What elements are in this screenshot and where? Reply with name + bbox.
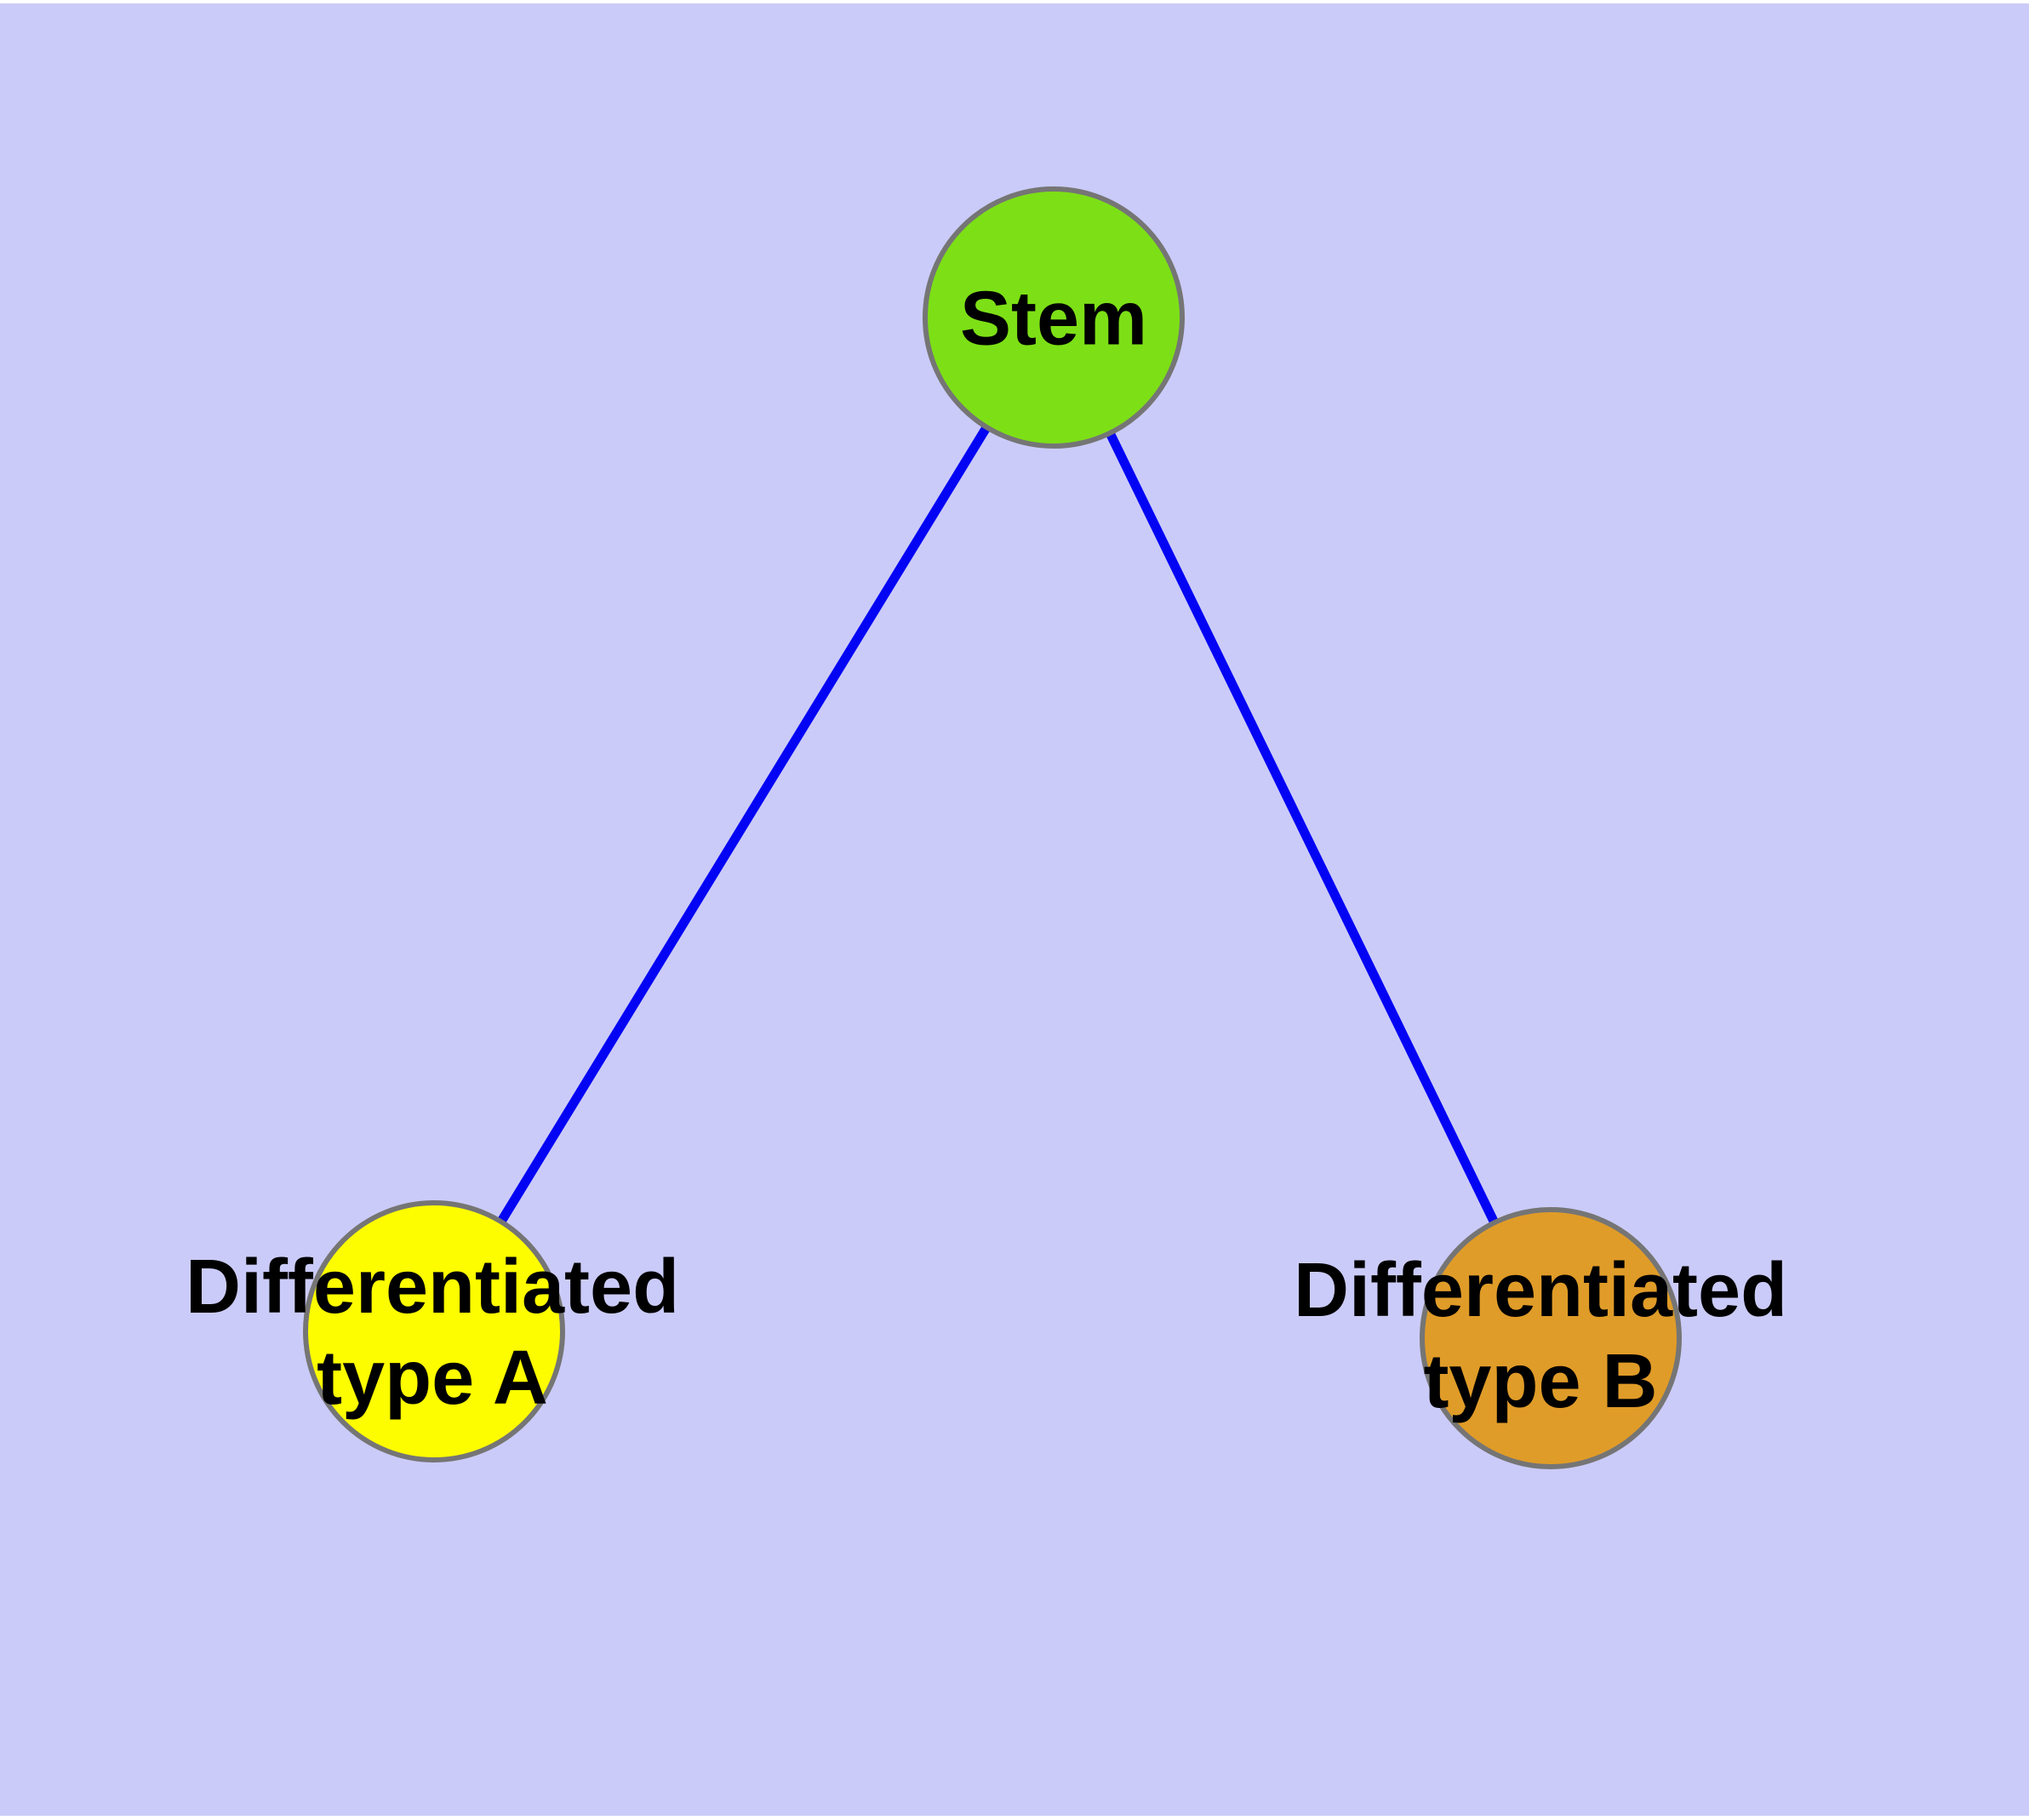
node-circle-differentiated-type-a [303,1200,565,1462]
node-circle-stem [923,186,1185,449]
node-label-differentiated-type-b-line2: type B [1423,1339,1658,1424]
edge-stem-to-type-b [1049,315,1555,1341]
node-label-differentiated-type-b-line1: Differentiated [1293,1248,1788,1333]
node-label-differentiated-type-b: Differentiated type B [1294,1245,1787,1428]
node-circle-differentiated-type-b [1420,1207,1682,1469]
node-label-differentiated-type-a-line2: type A [317,1336,548,1421]
node-label-differentiated-type-a-line1: Differentiated [185,1245,680,1330]
node-label-stem: Stem [959,276,1148,362]
node-label-differentiated-type-a: Differentiated type A [186,1242,679,1424]
edge-stem-to-type-a [430,315,1058,1334]
